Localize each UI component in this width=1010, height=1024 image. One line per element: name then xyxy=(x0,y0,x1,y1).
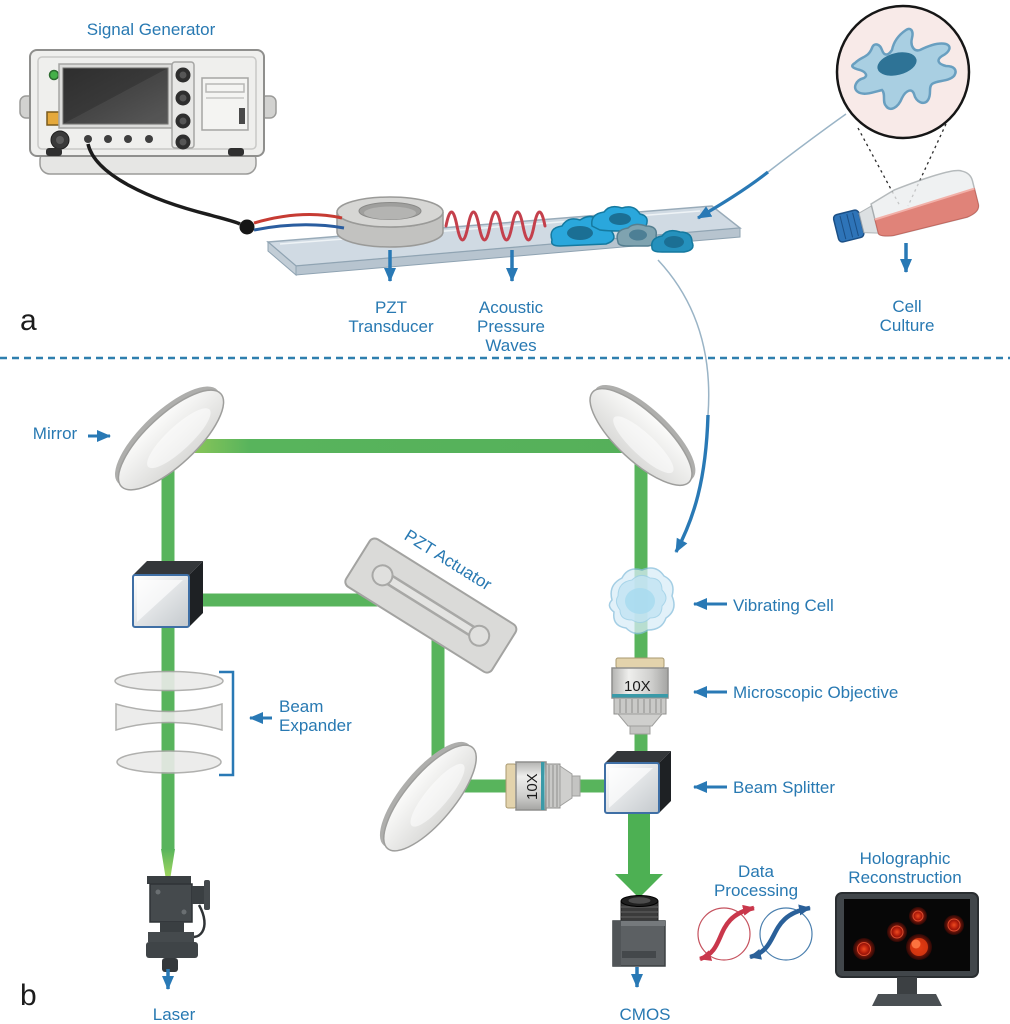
acoustic-pressure-waves-label: Acoustic Pressure Waves xyxy=(476,298,546,355)
laser-label: Laser xyxy=(152,1005,196,1024)
beam-expander-lenses xyxy=(114,670,224,774)
wire-blue xyxy=(253,223,345,232)
signal-cable xyxy=(86,143,345,235)
pzt-actuator-device xyxy=(344,537,518,674)
inset-to-slide-arrow xyxy=(697,113,847,220)
objective-magnification-label-horizontal: 10X xyxy=(524,773,541,800)
data-processing-label: Data Processing xyxy=(713,862,799,900)
culture-flask xyxy=(832,169,980,243)
acoustic-wave xyxy=(444,210,547,242)
beam-splitter-cube-left xyxy=(132,561,203,628)
vibrating-cell-label: Vibrating Cell xyxy=(733,596,834,615)
front-knobs xyxy=(50,130,153,150)
microscopic-objective-label: Microscopic Objective xyxy=(733,683,899,702)
beam-splitter-label: Beam Splitter xyxy=(733,778,836,797)
signal-generator-device xyxy=(19,49,277,175)
beam-splitter-cube-right xyxy=(604,751,671,814)
beam-to-cmos-arrow xyxy=(615,810,663,898)
beam-expander-bracket xyxy=(219,670,235,777)
slide-to-vibrating-cell-arrow xyxy=(657,259,710,553)
holographic-reconstruction-label: Holographic Reconstruction xyxy=(848,849,962,887)
pzt-transducer-label: PZT Transducer xyxy=(348,298,434,336)
printer-slot xyxy=(201,77,249,131)
wire-red xyxy=(253,213,343,225)
power-led xyxy=(48,69,60,81)
reconstruction-monitor xyxy=(835,892,979,1006)
objective-vertical: 10X xyxy=(611,657,669,735)
inset-cell-nucleus xyxy=(877,52,917,76)
mirror-label: Mirror xyxy=(32,424,78,443)
cmos-camera xyxy=(612,895,666,967)
cell-inset-circle xyxy=(835,4,971,140)
generator-screen xyxy=(58,63,173,129)
objective-magnification-label: 10X xyxy=(624,678,651,695)
vibrating-cell-blob xyxy=(608,567,675,635)
cmos-label: CMOS xyxy=(619,1005,671,1024)
beam-expander-label: Beam Expander xyxy=(279,697,352,735)
laser-device xyxy=(146,876,210,972)
cell-culture-label: Cell Culture xyxy=(879,297,935,335)
pzt-transducer-ring xyxy=(336,196,444,248)
knob-column xyxy=(171,61,195,150)
signal-generator-label: Signal Generator xyxy=(86,20,216,39)
data-processing-symbol xyxy=(697,904,813,962)
holographic-cells xyxy=(853,907,964,960)
panel-a-letter: a xyxy=(20,304,37,337)
objective-horizontal: 10X xyxy=(505,761,581,811)
panel-b-letter: b xyxy=(20,979,37,1012)
cells-on-slide xyxy=(550,205,694,253)
mirror-bottom xyxy=(379,741,477,852)
mirror-top-right xyxy=(589,385,696,487)
mirror-top-left xyxy=(115,386,225,491)
